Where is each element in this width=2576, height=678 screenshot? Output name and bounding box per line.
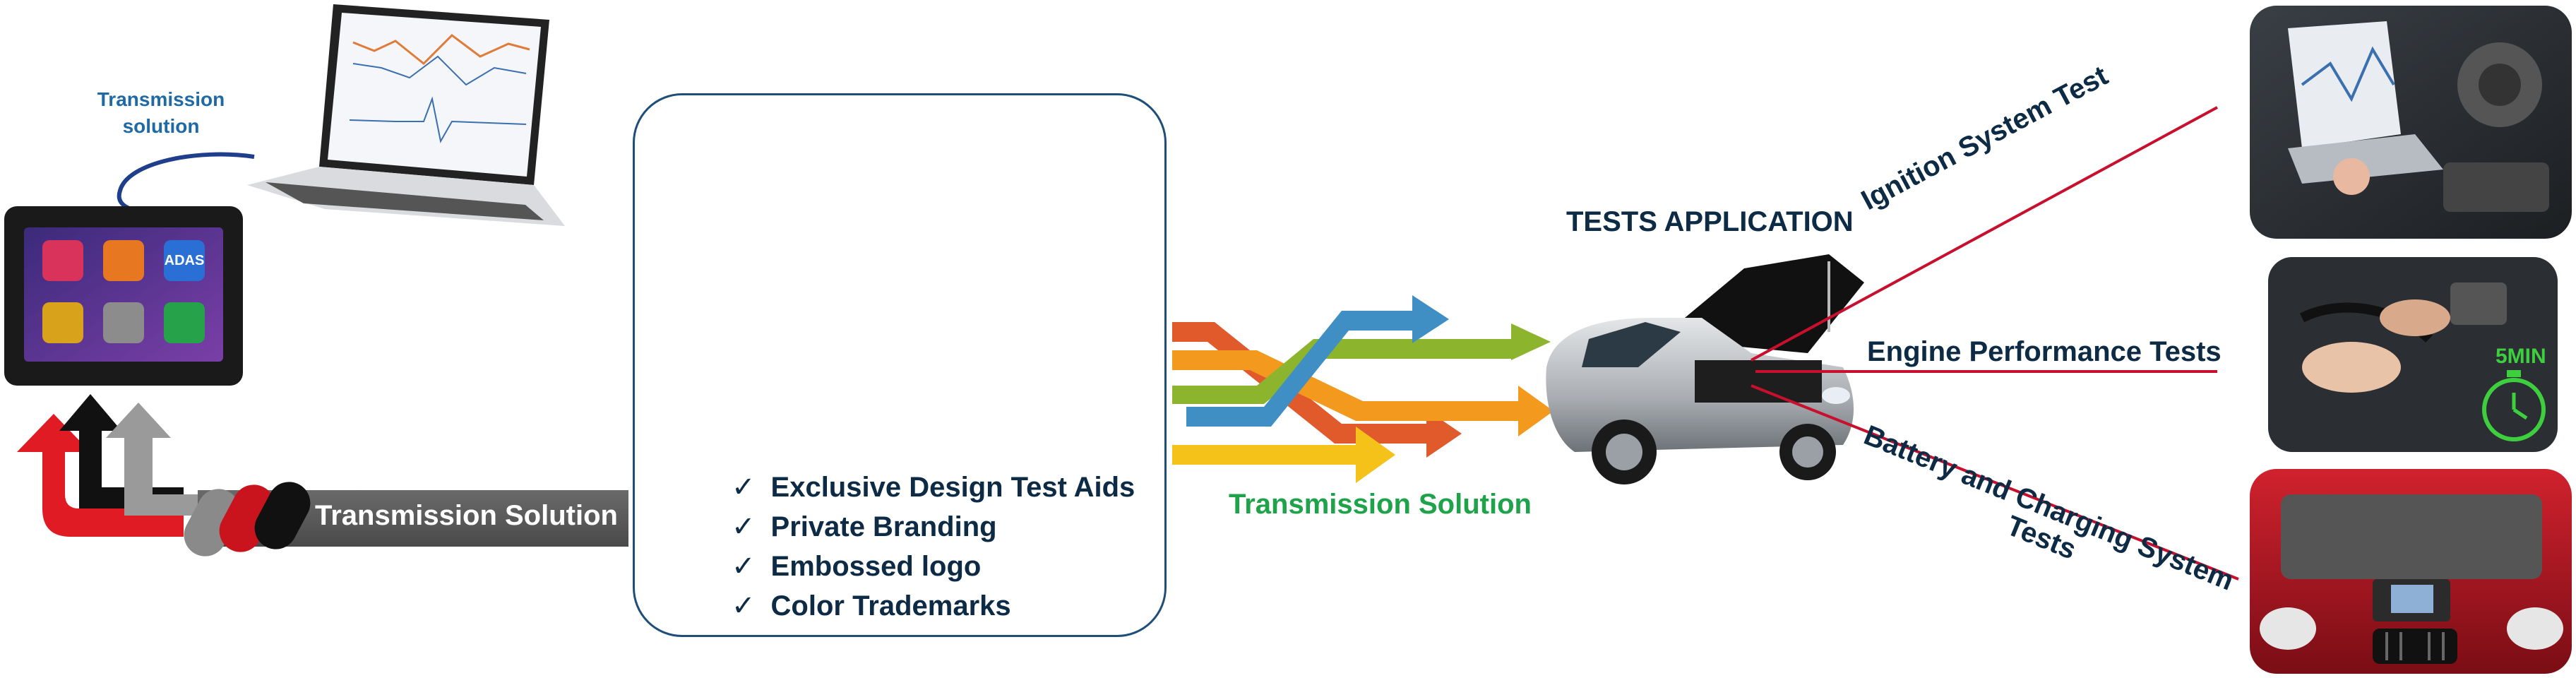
tablet-icon-5[interactable] — [164, 302, 205, 343]
timer-label: 5MIN — [2496, 345, 2546, 368]
tablet-icon-2[interactable]: ADAS — [164, 240, 205, 281]
check-item: ✓Private Branding — [732, 511, 997, 543]
test-lines — [1751, 106, 2239, 581]
flow-transmission-label: Transmission Solution — [1229, 489, 1532, 520]
tablet-icon-3[interactable] — [42, 302, 83, 343]
tablet-icon-1[interactable] — [103, 240, 144, 281]
check-icon: ✓ — [732, 471, 756, 504]
test-engine-performance[interactable]: Engine Performance Tests — [1867, 336, 2222, 367]
usb-cable — [117, 152, 255, 214]
feature-checklist: ✓Exclusive Design Test Aids ✓Private Bra… — [732, 468, 1135, 626]
diagnostic-tablet — [4, 206, 243, 386]
check-icon: ✓ — [732, 590, 756, 622]
photo-probe-test — [2268, 257, 2558, 452]
transmission-bar-label: Transmission Solution — [315, 500, 618, 531]
laptop-image — [247, 4, 565, 226]
flow-arrows — [1172, 295, 1554, 483]
transmission-arrows — [17, 394, 205, 537]
check-icon: ✓ — [732, 550, 756, 583]
laptop-transmission-label: Transmission solution — [97, 88, 225, 137]
check-item: ✓Color Trademarks — [732, 590, 1011, 622]
check-item: ✓Exclusive Design Test Aids — [732, 471, 1135, 504]
check-item: ✓Embossed logo — [732, 550, 982, 583]
products-box — [633, 93, 1167, 637]
photo-engine-laptop — [2250, 6, 2572, 239]
photo-red-car — [2250, 469, 2572, 674]
tablet-icon-0[interactable] — [42, 240, 83, 281]
tablet-icon-4[interactable] — [103, 302, 144, 343]
check-icon: ✓ — [732, 511, 756, 543]
tests-application-title: TESTS APPLICATION — [1566, 206, 1854, 237]
car-image — [1546, 254, 1864, 484]
cable-band — [184, 482, 628, 557]
